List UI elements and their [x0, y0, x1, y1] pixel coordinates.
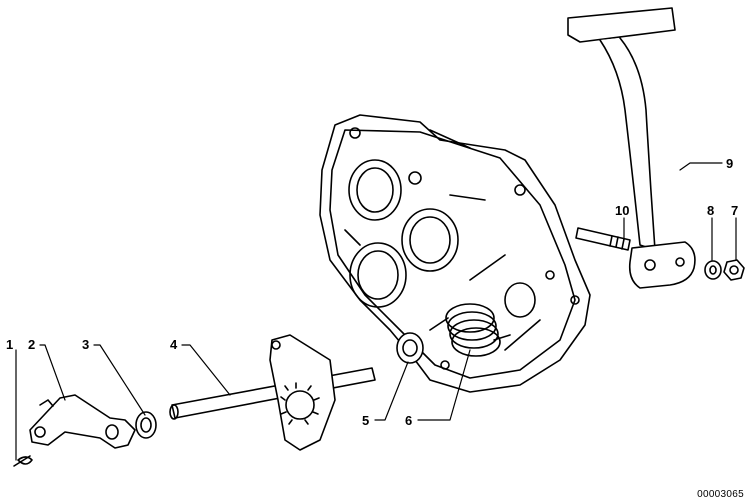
leader-4: [181, 344, 231, 396]
part-label-8: 8: [707, 203, 715, 218]
clip-part: [13, 455, 33, 467]
leader-lines: [15, 162, 737, 461]
shaft-part: [169, 334, 376, 451]
part-label-1: 1: [6, 337, 14, 352]
part-label-3: 3: [82, 337, 90, 352]
small-washer-part: [704, 260, 722, 280]
leader-2: [39, 344, 66, 401]
document-number: 00003065: [697, 489, 744, 500]
washer-part: [135, 411, 157, 439]
part-label-10: 10: [615, 203, 630, 218]
part-label-7: 7: [731, 203, 739, 218]
part-label-9: 9: [726, 156, 734, 171]
pin-part: [575, 227, 631, 251]
leader-3: [93, 344, 146, 416]
spring-part: [429, 303, 511, 357]
lever-part: [29, 394, 136, 449]
leader-5: [374, 361, 409, 421]
part-label-5: 5: [362, 413, 370, 428]
part-label-6: 6: [405, 413, 413, 428]
leader-6: [417, 349, 471, 421]
kickstart-lever-part: [567, 7, 696, 289]
nut-part: [723, 259, 745, 281]
housing-cover: [319, 114, 591, 393]
leader-9: [679, 162, 723, 171]
ring-part: [396, 332, 424, 364]
part-label-2: 2: [28, 337, 36, 352]
part-label-4: 4: [170, 337, 178, 352]
